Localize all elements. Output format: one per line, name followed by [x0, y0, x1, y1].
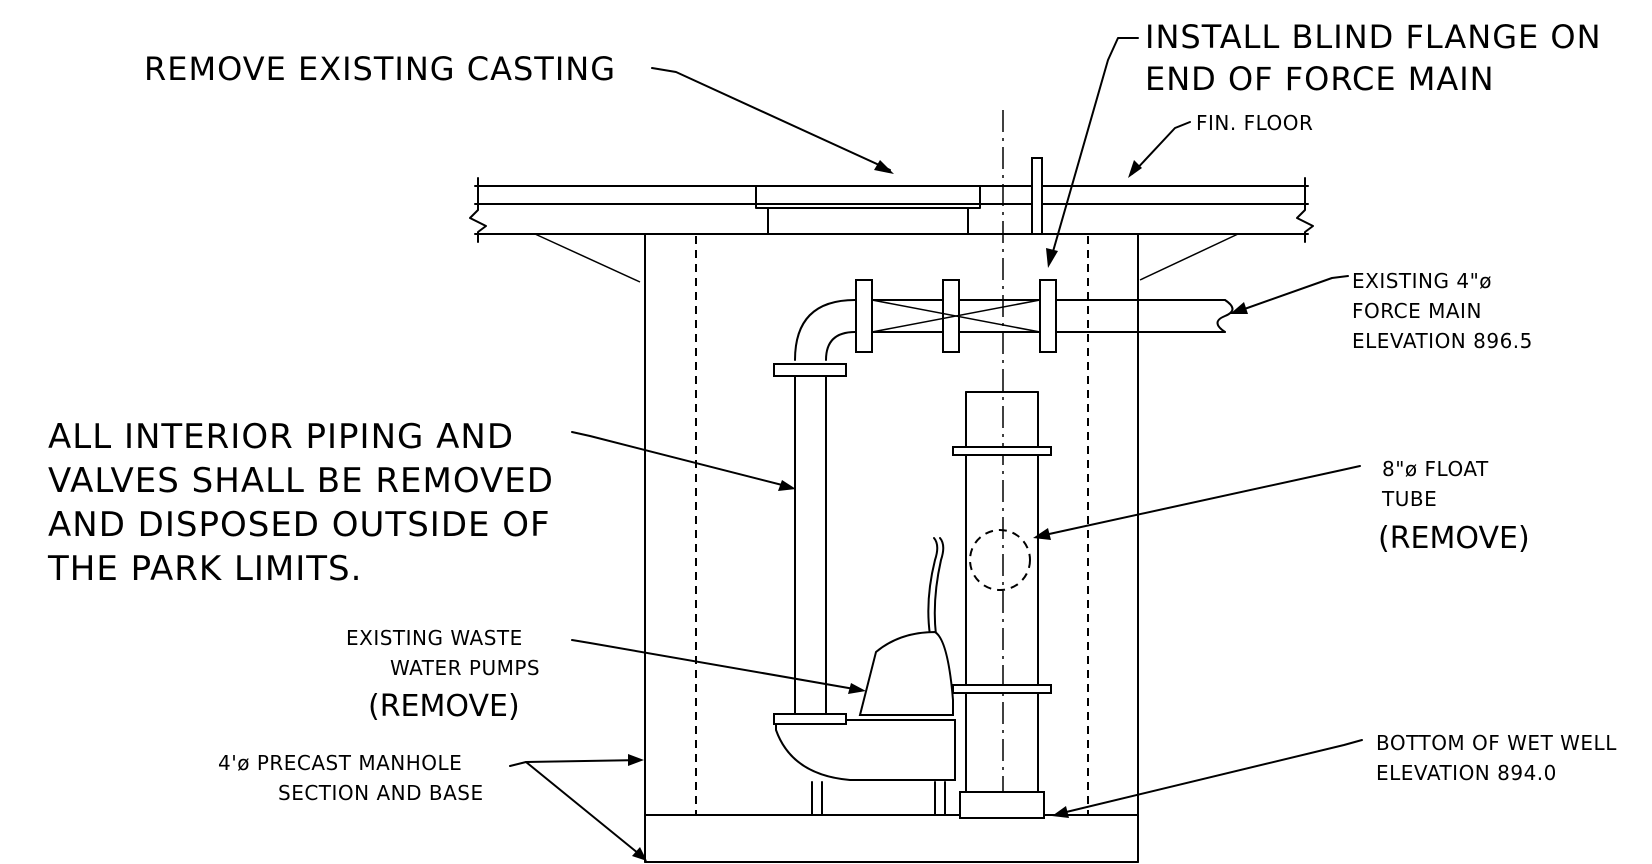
label-force-main-line1: EXISTING 4"ø	[1352, 269, 1492, 293]
manhole-walls	[534, 233, 1239, 863]
manhole-base	[644, 814, 1139, 863]
vent-stub	[1031, 157, 1043, 235]
label-force-main-line2: FORCE MAIN	[1352, 299, 1482, 323]
label-remove-casting: REMOVE EXISTING CASTING	[144, 50, 616, 88]
label-interior-line4: THE PARK LIMITS.	[47, 549, 362, 589]
label-force-main-line3: ELEVATION 896.5	[1352, 329, 1533, 353]
label-blind-flange-line2: END OF FORCE MAIN	[1145, 60, 1495, 98]
label-blind-flange-line1: INSTALL BLIND FLANGE ON	[1145, 18, 1602, 56]
label-manhole-line2: SECTION AND BASE	[278, 781, 484, 805]
floor-slab	[469, 177, 1314, 243]
label-pumps-line1: EXISTING WASTE	[346, 626, 523, 650]
label-wet-well-line2: ELEVATION 894.0	[1376, 761, 1557, 785]
label-float-tube-line1: 8"ø FLOAT	[1382, 457, 1489, 481]
waste-water-pump	[773, 537, 956, 816]
label-interior-line2: VALVES SHALL BE REMOVED	[48, 461, 554, 501]
label-fin-floor: FIN. FLOOR	[1196, 111, 1313, 135]
float-tube	[952, 391, 1052, 819]
label-float-tube-line3: (REMOVE)	[1378, 521, 1530, 556]
label-pumps-line2: WATER PUMPS	[390, 656, 540, 680]
label-interior-line3: AND DISPOSED OUTSIDE OF	[48, 505, 551, 545]
leader-lines	[509, 37, 1363, 861]
label-manhole-line1: 4'ø PRECAST MANHOLE	[218, 751, 462, 775]
label-wet-well-line1: BOTTOM OF WET WELL	[1376, 731, 1617, 755]
manhole-casting	[755, 185, 981, 235]
label-pumps-line3: (REMOVE)	[368, 689, 520, 724]
label-float-tube-line2: TUBE	[1381, 487, 1437, 511]
label-interior-line1: ALL INTERIOR PIPING AND	[48, 417, 514, 457]
discharge-piping	[773, 279, 1234, 716]
